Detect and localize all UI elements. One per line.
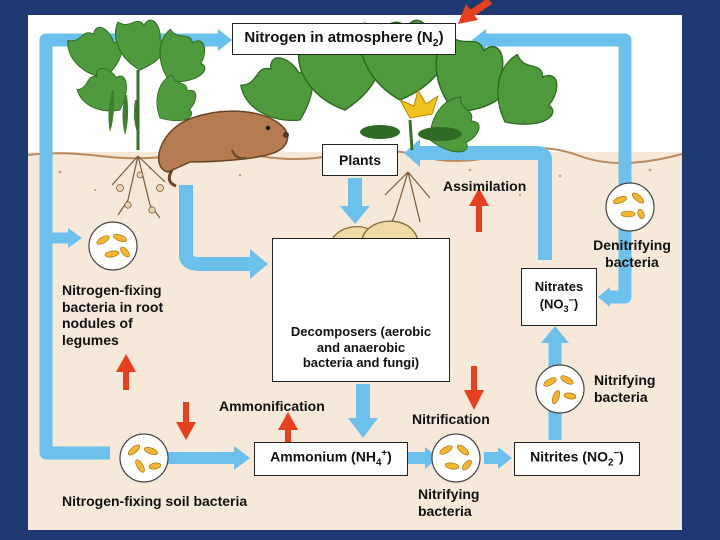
nitrifying-right-label: Nitrifying bacteria bbox=[594, 372, 656, 405]
highlight-arrow-soil-down bbox=[176, 402, 196, 440]
ammonification-label: Ammonification bbox=[219, 398, 325, 414]
squash-flower bbox=[398, 88, 439, 119]
assimilation-label: Assimilation bbox=[443, 178, 527, 194]
nitrates-box: Nitrates (NO3−) bbox=[521, 268, 597, 326]
soil-bacteria-label: Nitrogen-fixing soil bacteria bbox=[62, 493, 248, 509]
root-nodules-label: Nitrogen-fixing bacteria in root nodules… bbox=[62, 282, 164, 348]
squash-roots bbox=[384, 171, 431, 231]
decomposers-box: Decomposers (aerobic and anaerobic bacte… bbox=[272, 238, 450, 382]
root-nodules bbox=[116, 171, 164, 214]
root-nodule-bacteria-disc bbox=[88, 221, 138, 271]
squash-plant bbox=[236, 19, 571, 231]
highlight-arrow-assimilation bbox=[469, 188, 489, 232]
soil-bacteria-disc bbox=[119, 433, 169, 483]
bacteria-cells bbox=[96, 192, 645, 473]
right-side-loop-path bbox=[480, 33, 632, 304]
legume-plant bbox=[64, 19, 216, 219]
assimilation-path bbox=[418, 146, 552, 260]
nitrifying-bottom-bacteria-disc bbox=[431, 433, 481, 483]
highlight-arrow-nodules bbox=[116, 354, 136, 390]
denitrifying-label: Denitrifying bacteria bbox=[593, 237, 671, 270]
highlight-arrow-nitrification bbox=[464, 366, 484, 410]
nitrifying-right-bacteria-disc bbox=[535, 364, 585, 414]
legume-roots bbox=[111, 155, 166, 219]
highlight-arrow-ammonification bbox=[278, 412, 298, 448]
nitrifying-bottom-label: Nitrifying bacteria bbox=[418, 486, 480, 519]
ammonium-box: Ammonium (NH4+) bbox=[254, 442, 408, 476]
highlight-arrow-top bbox=[458, 0, 492, 24]
nitrites-box: Nitrites (NO2−) bbox=[514, 442, 640, 476]
plants-box: Plants bbox=[322, 144, 398, 176]
left-plants-to-decomposers-path bbox=[179, 185, 255, 271]
denitrifying-bacteria-disc bbox=[605, 182, 655, 232]
nitrification-label: Nitrification bbox=[412, 411, 490, 427]
flow-arrowheads bbox=[68, 29, 610, 470]
gopher bbox=[158, 110, 289, 188]
atmosphere-box: Nitrogen in atmosphere (N2) bbox=[232, 23, 456, 55]
highlight-arrows bbox=[116, 0, 492, 448]
